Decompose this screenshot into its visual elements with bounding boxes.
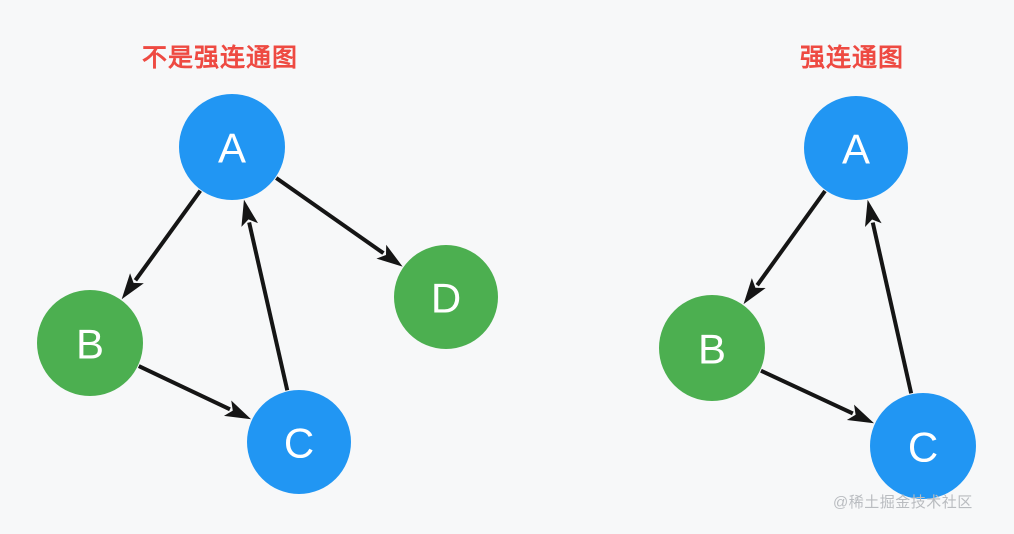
arrowhead-icon (241, 199, 259, 227)
watermark-text: @稀土掘金技术社区 (833, 494, 973, 511)
node-circle[interactable] (870, 393, 976, 499)
arrowhead-icon (743, 278, 766, 305)
graph-edge-right-A-to-B (743, 189, 827, 305)
graph-edge-left-A-to-B (121, 189, 202, 300)
arrowhead-icon (121, 273, 144, 300)
graph-edge-left-C-to-A (241, 199, 290, 391)
graph-edge-left-A-to-D (275, 176, 403, 267)
edge-layer (121, 176, 914, 424)
edge-shaft (755, 189, 827, 287)
left-graph-title: 不是强连通图 (142, 44, 299, 72)
graph-node-right-B[interactable]: B (659, 295, 765, 401)
graph-edge-right-C-to-A (865, 199, 914, 394)
graph-node-right-A[interactable]: A (804, 96, 908, 200)
node-circle[interactable] (394, 245, 498, 349)
graph-node-left-C[interactable]: C (247, 390, 351, 494)
graph-edge-right-B-to-C (760, 368, 875, 424)
edge-shaft (870, 222, 914, 394)
edge-shaft (247, 222, 290, 391)
graph-node-left-D[interactable]: D (394, 245, 498, 349)
arrowhead-icon (865, 199, 882, 227)
edge-shaft (275, 176, 385, 255)
graph-edge-left-B-to-C (137, 364, 252, 420)
graph-node-left-A[interactable]: A (179, 94, 285, 200)
edge-shaft (760, 368, 854, 416)
node-circle[interactable] (659, 295, 765, 401)
edge-shaft (133, 189, 202, 282)
node-circle[interactable] (247, 390, 351, 494)
arrowhead-icon (376, 244, 403, 267)
graph-node-right-C[interactable]: C (870, 393, 976, 499)
node-circle[interactable] (37, 290, 143, 396)
edge-shaft (137, 364, 231, 412)
node-circle[interactable] (804, 96, 908, 200)
right-graph-title: 强连通图 (800, 44, 905, 72)
node-circle[interactable] (179, 94, 285, 200)
graph-node-left-B[interactable]: B (37, 290, 143, 396)
arrowhead-icon (223, 400, 252, 420)
arrowhead-icon (846, 404, 875, 424)
